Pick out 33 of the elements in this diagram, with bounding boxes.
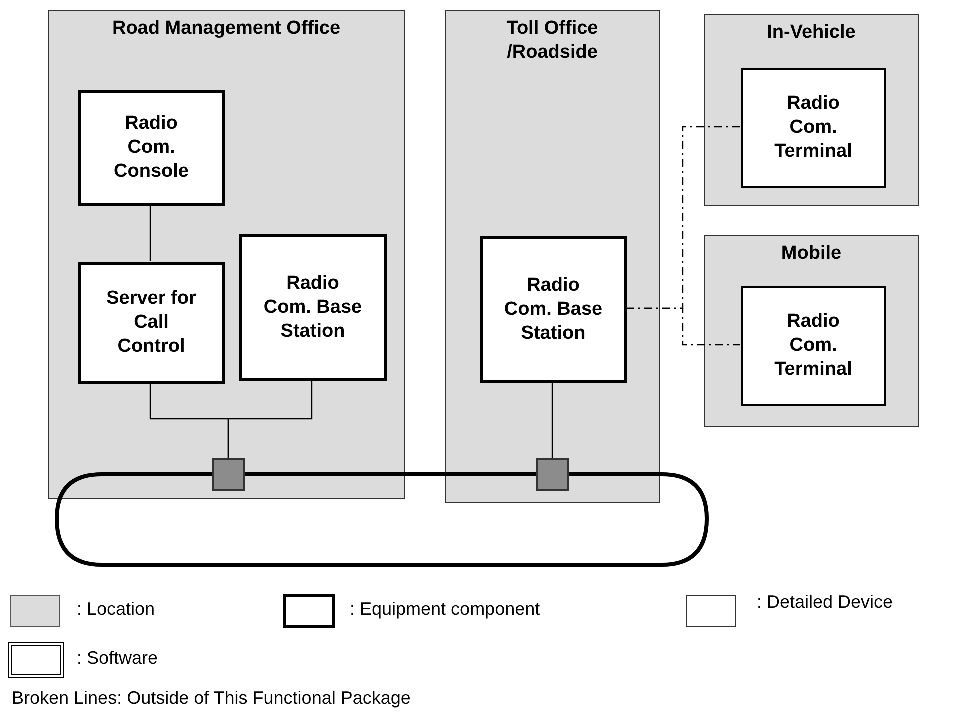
equipment-box (239, 234, 387, 381)
location-label: In-Vehicle (766, 21, 857, 45)
equipment-label: Radio Com. Console (113, 112, 190, 184)
equipment-box (78, 262, 225, 384)
equipment-box (480, 236, 627, 383)
network-ring-line (55, 472, 709, 567)
network-junction-box (212, 458, 245, 491)
location-panel (704, 235, 919, 427)
location-panel (704, 14, 919, 206)
location-label: Mobile (780, 242, 843, 266)
legend-label: : Software (77, 648, 158, 669)
equipment-label: Server for Call Control (106, 287, 198, 359)
location-label: Road Management Office (111, 17, 342, 41)
location-panel (445, 10, 660, 503)
legend-label: : Detailed Device (757, 592, 894, 613)
network-ring-line (245, 472, 536, 476)
device-box (741, 286, 886, 406)
legend-label: : Equipment component (350, 599, 540, 620)
device-box (741, 68, 886, 188)
connector-line (228, 380, 313, 458)
location-label: Toll Office /Roadside (506, 17, 600, 65)
device-label: Radio Com. Terminal (774, 92, 854, 164)
equipment-box (78, 90, 225, 206)
legend-label: : Location (77, 599, 156, 620)
connector-line (150, 205, 152, 261)
connector-line (552, 382, 554, 458)
location-panel (48, 10, 405, 499)
equipment-label: Radio Com. Base Station (504, 274, 604, 346)
device-label: Radio Com. Terminal (774, 310, 854, 382)
equipment-label: Radio Com. Base Station (263, 272, 363, 344)
network-junction-box (536, 458, 569, 491)
note-text: Broken Lines: Outside of This Functional Package (12, 688, 411, 709)
dash-dot-connector (626, 308, 740, 346)
